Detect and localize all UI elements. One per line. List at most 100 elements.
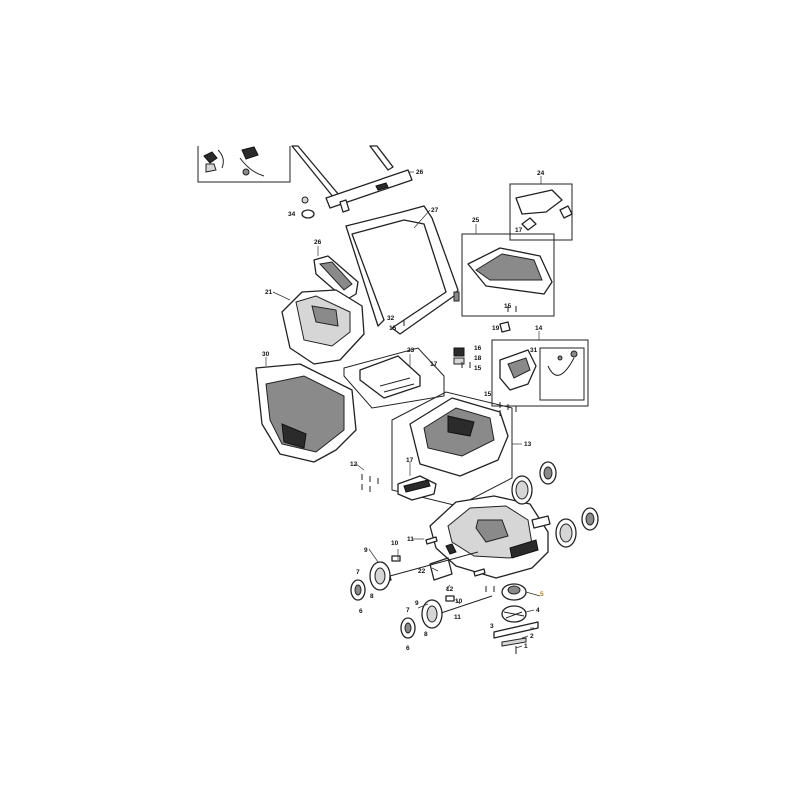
callout-9-front[interactable]: 9 [364,547,368,554]
callout-34[interactable]: 34 [288,211,296,218]
svg-text:27: 27 [431,207,439,214]
svg-text:8: 8 [424,631,428,638]
callout-5[interactable]: 5 [540,591,544,598]
svg-text:21: 21 [265,289,273,296]
handle-knob[interactable] [301,196,315,219]
upper-handle[interactable] [291,145,413,213]
callout-26-top[interactable]: 26 [416,169,424,176]
front-axle-assembly[interactable] [350,536,479,601]
svg-text:32: 32 [387,315,395,322]
callout-19[interactable]: 19 [492,325,500,332]
svg-text:26: 26 [416,169,424,176]
callout-17-mid[interactable]: 17 [430,361,438,368]
svg-text:11: 11 [454,614,461,621]
callout-8-front[interactable]: 8 [370,593,374,600]
svg-text:17: 17 [430,361,438,368]
blade-assembly[interactable] [493,583,539,654]
svg-text:12: 12 [446,586,454,593]
filter-card[interactable] [397,475,437,501]
bag-handle-cover[interactable] [313,255,359,301]
parts-box-25 [461,233,555,317]
svg-text:15: 15 [474,365,482,372]
callout-30[interactable]: 30 [262,351,270,358]
svg-text:22: 22 [418,568,426,575]
grass-catcher-bag[interactable] [255,363,357,463]
callout-25[interactable]: 25 [472,217,480,224]
callout-15-mid[interactable]: 15 [474,365,482,372]
svg-text:6: 6 [359,608,363,615]
callout-14[interactable]: 14 [535,325,543,332]
callout-31[interactable]: 31 [530,347,538,354]
svg-text:8: 8 [370,593,374,600]
rear-cover-panel[interactable] [343,347,445,409]
parts-box-14 [491,339,589,407]
svg-text:6: 6 [406,645,410,652]
callout-7-rear[interactable]: 7 [406,607,410,614]
svg-text:31: 31 [530,347,538,354]
callout-6-rear[interactable]: 6 [406,645,410,652]
callout-24[interactable]: 24 [537,170,545,177]
callout-10-front[interactable]: 10 [391,540,399,547]
callout-18[interactable]: 18 [474,355,482,362]
rear-axle-assembly[interactable] [400,568,493,639]
svg-text:10: 10 [455,598,463,605]
svg-text:24: 24 [537,170,545,177]
svg-text:18: 18 [474,355,482,362]
svg-text:23: 23 [407,347,415,354]
motor-cover-box [391,391,513,507]
callout-21[interactable]: 21 [265,289,273,296]
svg-text:10: 10 [391,540,399,547]
svg-text:16: 16 [474,345,482,352]
svg-text:26: 26 [314,239,322,246]
rear-wheels[interactable] [511,461,599,548]
svg-text:17: 17 [515,227,523,234]
callout-9-rear[interactable]: 9 [415,600,419,607]
callout-10-rear[interactable]: 10 [455,598,463,605]
callout-15-lower[interactable]: 15 [484,391,492,398]
svg-text:15: 15 [389,325,397,332]
grass-bag-cover[interactable] [281,289,365,365]
svg-text:34: 34 [288,211,296,218]
svg-text:15: 15 [484,391,492,398]
callout-26-bag[interactable]: 26 [314,239,322,246]
callout-3[interactable]: 3 [490,623,494,630]
svg-text:30: 30 [262,351,270,358]
callout-2[interactable]: 2 [530,633,534,640]
leader-lines [265,171,542,649]
callout-8-rear[interactable]: 8 [424,631,428,638]
callout-12-top[interactable]: 12 [350,461,358,468]
callout-4[interactable]: 4 [536,607,540,614]
callout-22[interactable]: 22 [418,568,426,575]
callout-labels: 26 27 34 24 17 25 15 26 21 32 15 19 14 3… [262,169,545,652]
callout-1[interactable]: 1 [524,643,528,650]
svg-text:14: 14 [535,325,543,332]
svg-text:5: 5 [540,591,544,598]
svg-text:9: 9 [415,600,419,607]
callout-6-front[interactable]: 6 [359,608,363,615]
svg-text:7: 7 [406,607,410,614]
callout-15-box25[interactable]: 15 [504,303,512,310]
callout-16[interactable]: 16 [474,345,482,352]
callout-32[interactable]: 32 [387,315,395,322]
callout-12-mid[interactable]: 12 [446,586,454,593]
small-fittings [453,321,511,365]
parts-box-24 [509,183,573,241]
svg-text:1: 1 [524,643,528,650]
callout-11-rear[interactable]: 11 [454,614,461,621]
svg-text:3: 3 [490,623,494,630]
callout-11-front[interactable]: 11 [407,536,414,543]
svg-text:25: 25 [472,217,480,224]
svg-text:2: 2 [530,633,534,640]
svg-text:12: 12 [350,461,358,468]
callout-27[interactable]: 27 [431,207,439,214]
callout-17-card[interactable]: 17 [406,457,414,464]
callout-7-front[interactable]: 7 [356,569,360,576]
callout-15-handle[interactable]: 15 [389,325,397,332]
callout-23[interactable]: 23 [407,347,415,354]
callout-17-box24[interactable]: 17 [515,227,523,234]
callout-13[interactable]: 13 [524,441,532,448]
svg-text:4: 4 [536,607,540,614]
lower-handle[interactable] [345,205,460,335]
inset-cable-switch [197,146,291,183]
